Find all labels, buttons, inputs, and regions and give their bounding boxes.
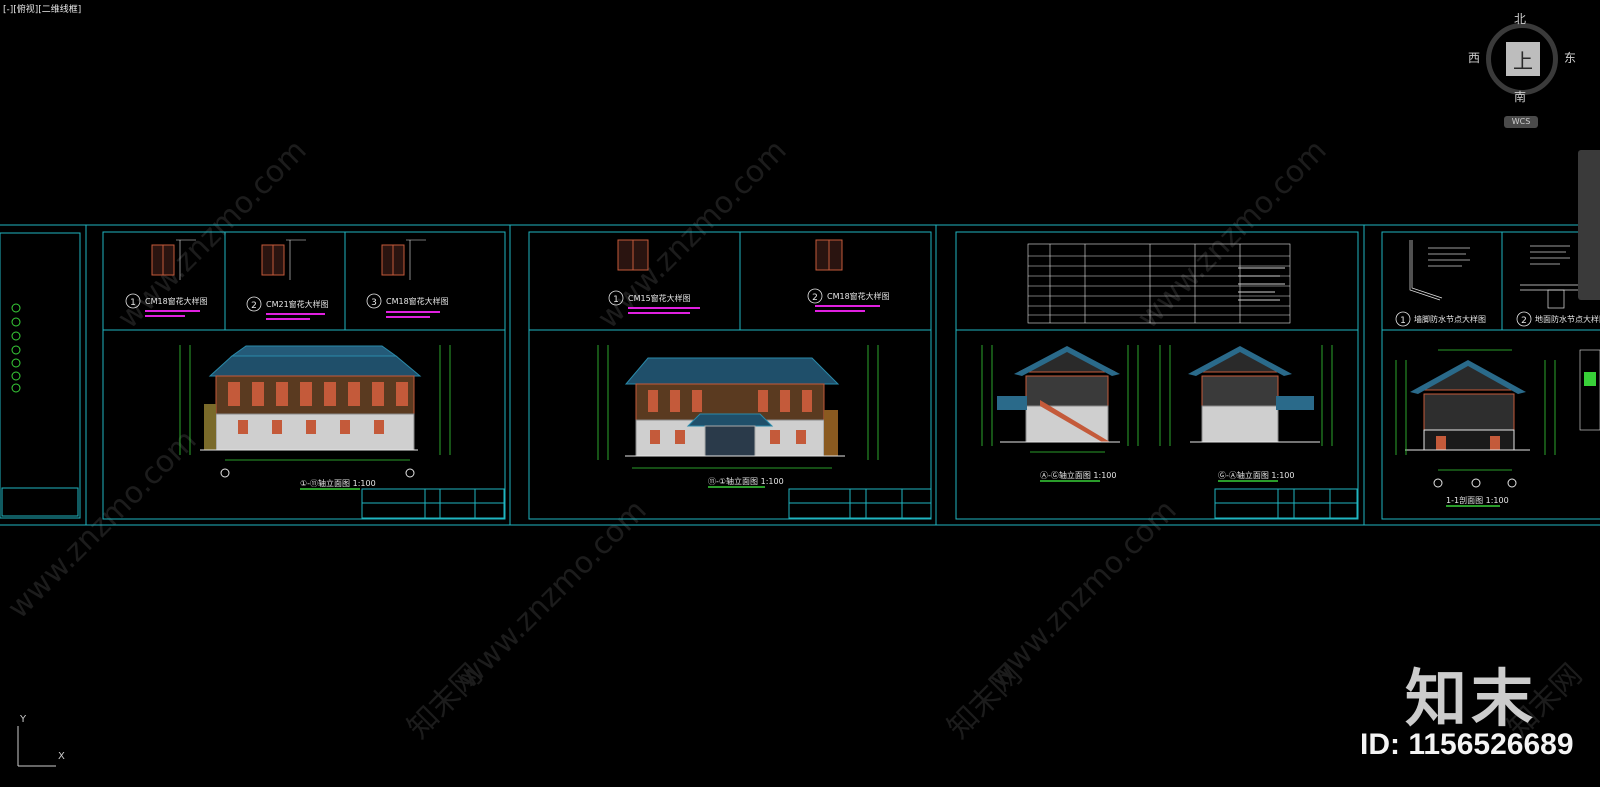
section-drawing	[1395, 349, 1600, 488]
detail-number: 2	[1521, 316, 1527, 326]
sheet-1[interactable]: 1 2 3 CM18窗花大样图 CM21窗花大样图 CM18窗花大样图	[102, 225, 511, 525]
watermark-text: www.znzmo.com	[1131, 133, 1334, 336]
title-block	[788, 488, 932, 519]
navigation-bar[interactable]	[1578, 150, 1600, 300]
drawing-title: Ⓐ-Ⓖ轴立面图 1:100	[1040, 470, 1116, 480]
elevation-drawing	[1159, 345, 1333, 446]
compass-east[interactable]: 东	[1564, 51, 1577, 65]
watermark-id: ID: 1156526689	[1360, 728, 1574, 761]
detail-title: 地面防水节点大样图	[1535, 314, 1600, 324]
title-block	[1214, 488, 1358, 519]
detail-title: CM18窗花大样图	[145, 296, 208, 306]
viewcube-top-face[interactable]: 上	[1506, 42, 1540, 76]
drawing-title: Ⓖ-Ⓐ轴立面图 1:100	[1218, 470, 1294, 480]
detail-number: 1	[613, 295, 619, 305]
elevation-drawing	[179, 345, 451, 478]
detail-title: CM18窗花大样图	[827, 291, 890, 301]
title-block	[361, 488, 505, 519]
detail-number: 1	[1400, 316, 1406, 326]
sheet-0[interactable]	[0, 225, 87, 525]
compass-north[interactable]: 北	[1514, 12, 1527, 26]
viewcube-compass-ring[interactable]	[1486, 23, 1558, 95]
detail-title: 墙脚防水节点大样图	[1414, 314, 1486, 324]
elevation-drawing	[597, 345, 879, 469]
viewport-label[interactable]: [-][俯视][二维线框]	[3, 5, 82, 15]
detail-title: CM18窗花大样图	[386, 296, 449, 306]
detail-number: 2	[251, 301, 257, 311]
drawing-title: 1-1剖面图 1:100	[1446, 495, 1509, 505]
watermark-text: 知末网	[401, 657, 489, 745]
sheet-2[interactable]: 1 2 CM15窗花大样图 CM18窗花大样图	[528, 225, 937, 525]
sheet-4[interactable]: 1 2 墙脚防水节点大样图 地面防水节点大样图 1-	[1381, 231, 1600, 520]
viewcube[interactable]: 上 北 南 西 东 WCS	[1468, 8, 1586, 128]
ucs-y-label: Y	[20, 714, 27, 725]
ucs-x-label: X	[58, 751, 65, 762]
detail-number: 3	[371, 298, 377, 308]
wcs-menu-button[interactable]: WCS	[1504, 116, 1538, 128]
ucs-icon: Y X	[12, 714, 72, 770]
compass-west[interactable]: 西	[1468, 51, 1481, 65]
detail-title: CM21窗花大样图	[266, 299, 329, 309]
watermark-text: www.znzmo.com	[1, 423, 204, 626]
detail-number: 1	[130, 298, 136, 308]
window-detail	[151, 239, 426, 280]
detail-number: 2	[812, 293, 818, 303]
detail-title: CM15窗花大样图	[628, 293, 691, 303]
watermark-text: www.znzmo.com	[591, 133, 794, 336]
sheet-3[interactable]: Ⓐ-Ⓖ轴立面图 1:100 Ⓖ-Ⓐ轴立面图 1:100	[955, 225, 1365, 525]
drawing-title: ①-⑪轴立面图 1:100	[300, 478, 376, 488]
watermark-logo: 知末	[1405, 662, 1538, 735]
watermark-text: www.znzmo.com	[451, 493, 654, 696]
compass-south[interactable]: 南	[1514, 90, 1527, 104]
elevation-drawing	[981, 345, 1139, 453]
drawing-title: ⑪-①轴立面图 1:100	[708, 476, 784, 486]
